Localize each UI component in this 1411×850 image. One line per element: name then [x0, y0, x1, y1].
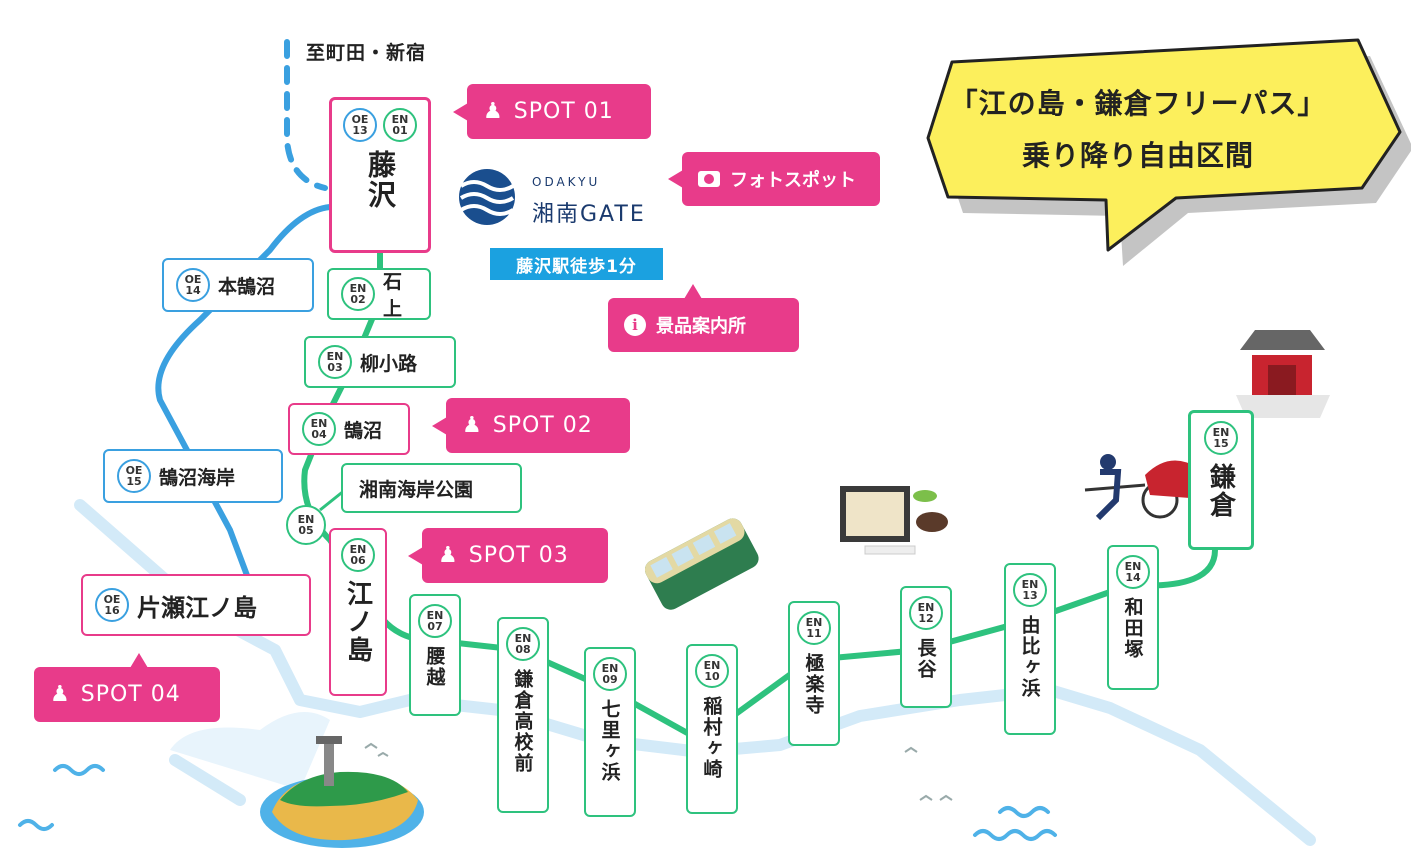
- soba-illustration: [840, 486, 948, 555]
- spot-04-callout[interactable]: ♟ SPOT 04: [34, 653, 220, 722]
- station-name: 稲村ヶ崎: [700, 696, 723, 780]
- station-shonan-kaigan-koen[interactable]: 湘南海岸公園: [341, 463, 522, 513]
- free-pass-bubble: [926, 38, 1411, 266]
- enoden-train-illustration: [644, 518, 759, 610]
- tsurugaoka-shrine-illustration: [1236, 330, 1330, 418]
- photo-spot-callout[interactable]: フォトスポット: [668, 152, 880, 206]
- station-name: 鎌倉高校前: [511, 669, 534, 774]
- spot-03-label: SPOT 03: [468, 543, 569, 568]
- station-name: 腰越: [423, 646, 446, 688]
- gate-brand-large: 湘南GATE: [532, 202, 646, 227]
- free-pass-title: 「江の島・鎌倉フリーパス」: [949, 87, 1327, 120]
- gate-brand-small: ODAKYU: [532, 175, 601, 189]
- spot-01-label: SPOT 01: [513, 99, 614, 124]
- station-name: 湘南海岸公園: [359, 478, 474, 501]
- station-name: 極楽寺: [802, 653, 825, 716]
- stamp-icon: ♟: [50, 682, 71, 707]
- info-icon: i: [624, 314, 646, 336]
- stamp-icon: ♟: [438, 543, 459, 568]
- prize-office-callout[interactable]: i 景品案内所: [608, 284, 799, 352]
- en05-connector: [319, 488, 346, 512]
- station-name: 長谷: [914, 638, 937, 680]
- spot-02-callout[interactable]: ♟ SPOT 02: [432, 398, 630, 453]
- station-name: 本鵠沼: [218, 275, 276, 298]
- stamp-icon: ♟: [483, 99, 504, 124]
- direction-label: 至町田・新宿: [306, 42, 427, 64]
- station-name: 柳小路: [360, 352, 418, 375]
- prize-office-label: 景品案内所: [656, 316, 746, 337]
- station-name: 藤沢: [364, 150, 397, 210]
- spot-04-label: SPOT 04: [80, 682, 181, 707]
- shonan-gate-logo: [459, 169, 515, 225]
- station-name: 鵠沼海岸: [159, 466, 236, 489]
- waves: [18, 764, 1057, 841]
- odakyu-enoshima-line: [155, 204, 333, 613]
- station-name: 江ノ島: [342, 580, 373, 664]
- seagulls: [364, 742, 953, 801]
- free-pass-text: 「江の島・鎌倉フリーパス」 乗り降り自由区間: [938, 78, 1338, 182]
- station-name: 七里ヶ浜: [598, 699, 621, 783]
- photo-spot-label: フォトスポット: [730, 170, 856, 191]
- station-name: 鵠沼: [344, 419, 383, 442]
- spot-03-callout[interactable]: ♟ SPOT 03: [408, 528, 608, 583]
- stamp-icon: ♟: [462, 413, 483, 438]
- station-name: 石上: [383, 271, 403, 320]
- odakyu-extension-line: [284, 39, 328, 191]
- station-name: 片瀬江ノ島: [137, 593, 257, 622]
- spot-02-label: SPOT 02: [492, 413, 593, 438]
- rickshaw-illustration: [1084, 454, 1198, 521]
- coastline: [74, 499, 1316, 846]
- station-name: 和田塚: [1121, 597, 1144, 660]
- enoshima-island-illustration: [260, 736, 424, 848]
- station-name: 鎌倉: [1205, 463, 1236, 519]
- free-pass-subtitle: 乗り降り自由区間: [1021, 139, 1254, 172]
- camera-icon: [698, 171, 720, 187]
- coast-fill: [170, 712, 330, 790]
- walk-time-tag: 藤沢駅徒歩1分: [490, 248, 663, 280]
- spot-01-callout[interactable]: ♟ SPOT 01: [453, 84, 651, 139]
- station-name: 由比ヶ浜: [1018, 615, 1041, 699]
